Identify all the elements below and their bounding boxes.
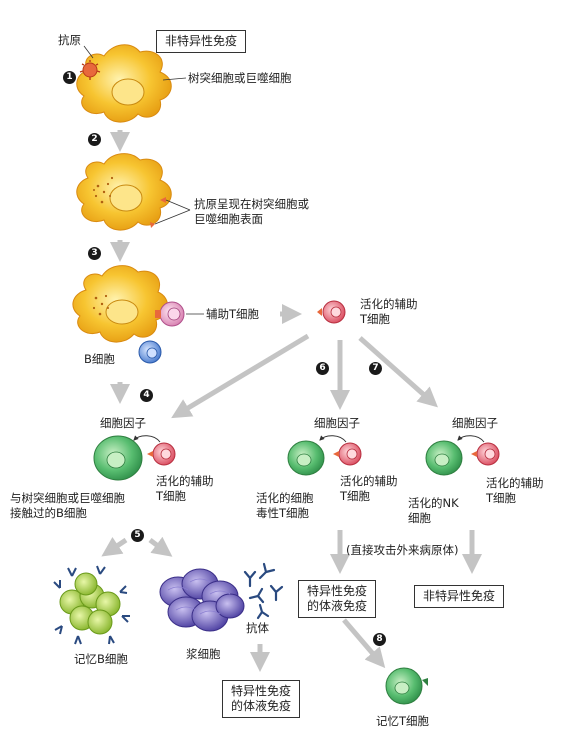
macrophage-cell-2 [76, 153, 172, 231]
activated-helper-top-line1: 活化的辅助 [360, 297, 418, 311]
cytokine-label-mid: 细胞因子 [314, 416, 360, 430]
helper-t-label: 辅助T细胞 [206, 307, 260, 321]
flow-arrows [101, 130, 482, 672]
nonspecific-immunity-title: 非特异性免疫 [156, 30, 247, 53]
activated-helper-t-mid [333, 442, 362, 466]
b-contact-label-line2: 接触过的B细胞 [10, 506, 87, 520]
step-number-5: 5 [131, 529, 144, 542]
macrophage-cell-1 [76, 44, 172, 123]
cytotoxic-label-line1: 活化的细胞 [256, 491, 314, 505]
specific-humoral-box-bottom: 特异性免疫 的体液免疫 [222, 680, 301, 718]
cytokine-label-right: 细胞因子 [452, 416, 498, 430]
macrophage-cell-3 [72, 265, 168, 343]
specific-humoral-box-mid: 特异性免疫 的体液免疫 [298, 580, 377, 618]
cytokine-arrow-mid [319, 435, 347, 443]
activated-helper-right-line1: 活化的辅助 [486, 476, 544, 490]
activated-helper-mid-line2: T细胞 [340, 489, 371, 503]
memory-b-cells [53, 565, 130, 645]
antigen-particle [79, 60, 101, 80]
activated-helper-right-line2: T细胞 [486, 491, 517, 505]
presented-leader-1 [165, 199, 191, 211]
memory-t-label: 记忆T细胞 [376, 714, 430, 728]
b-cell [138, 340, 162, 364]
specific-humoral-mid-line1: 特异性免疫 [307, 584, 368, 598]
activated-helper-top-line2: T细胞 [360, 312, 391, 326]
step-number-7: 7 [369, 362, 382, 375]
plasma-cells [159, 568, 245, 632]
b-cell-label: B细胞 [84, 352, 115, 366]
antibody-label: 抗体 [246, 621, 269, 635]
macrophage-leader [162, 77, 187, 81]
antigen-presented-label-line2: 巨噬细胞表面 [194, 212, 263, 226]
b-contact-label-line1: 与树突细胞或巨噬细胞 [10, 491, 125, 505]
nk-label-line2: 细胞 [408, 511, 431, 525]
dendritic-or-macrophage-label: 树突细胞或巨噬细胞 [188, 71, 292, 85]
activated-helper-left-line1: 活化的辅助 [156, 474, 214, 488]
step-number-2: 2 [88, 133, 101, 146]
cytokine-label-left: 细胞因子 [100, 416, 146, 430]
activated-helper-left-line2: T细胞 [156, 489, 187, 503]
activated-helper-t-cell-top [317, 300, 346, 324]
nonspecific-immunity-box-right: 非特异性免疫 [414, 585, 505, 608]
step-number-1: 1 [63, 71, 76, 84]
activated-helper-mid-line1: 活化的辅助 [340, 474, 398, 488]
specific-humoral-bottom-line1: 特异性免疫 [231, 684, 292, 698]
memory-t-cell [385, 667, 428, 705]
presented-leader-2 [154, 209, 191, 225]
cytokine-arrow-left [133, 435, 161, 443]
specific-humoral-mid-line2: 的体液免疫 [307, 599, 368, 613]
antibodies [243, 562, 284, 620]
cytokine-arrow-right [457, 435, 485, 443]
step-number-6: 6 [316, 362, 329, 375]
cytotoxic-label-line2: 毒性T细胞 [256, 506, 310, 520]
nk-cell [425, 440, 463, 476]
plasma-cell-label: 浆细胞 [186, 647, 221, 661]
cytotoxic-t-cell [287, 440, 325, 476]
memory-b-label: 记忆B细胞 [74, 652, 128, 666]
activated-helper-t-left [147, 442, 176, 466]
antigen-leader [83, 45, 94, 59]
specific-humoral-bottom-line2: 的体液免疫 [231, 699, 292, 713]
b-cell-green-left [93, 435, 143, 481]
activated-helper-t-right [471, 442, 500, 466]
antigen-presented-label-line1: 抗原呈现在树突细胞或 [194, 197, 309, 211]
nk-label-line1: 活化的NK [408, 496, 459, 510]
antigen-label: 抗原 [58, 33, 81, 47]
step-number-8: 8 [373, 633, 386, 646]
direct-attack-label: (直接攻击外来病原体) [346, 543, 459, 557]
helper-t-cell [155, 301, 185, 327]
step-number-4: 4 [140, 389, 153, 402]
step-number-3: 3 [88, 247, 101, 260]
